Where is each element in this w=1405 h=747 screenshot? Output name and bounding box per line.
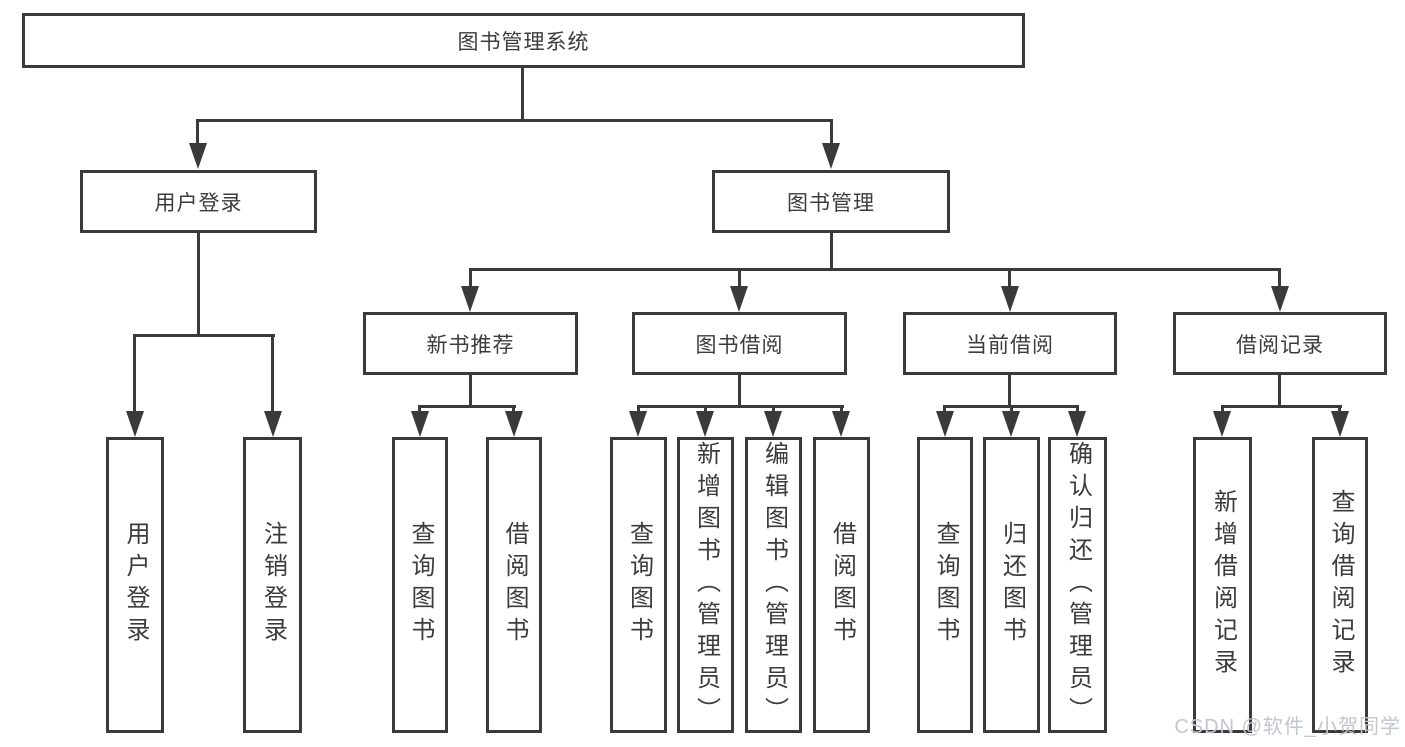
arrowhead-icon — [764, 411, 782, 437]
node-borrow-records: 借阅记录 — [1173, 312, 1387, 375]
arrowhead-icon — [126, 411, 144, 437]
arrowhead-icon — [264, 411, 282, 437]
leaf-return-books-label: 归还图书 — [998, 521, 1026, 649]
arrowhead-icon — [936, 411, 954, 437]
connector-shaft — [738, 268, 741, 290]
connector-bookmgmt-branch — [469, 268, 1281, 271]
node-borrow-records-label: 借阅记录 — [1236, 333, 1324, 357]
leaf-query-books-recommend-label: 查询图书 — [407, 521, 434, 649]
leaf-query-books-borrow-label: 查询图书 — [625, 521, 653, 649]
node-new-book-recommend-label: 新书推荐 — [426, 333, 515, 357]
connector-branch — [1221, 405, 1342, 408]
leaf-user-login: 用户登录 — [106, 437, 164, 733]
connector-shaft — [1338, 405, 1341, 415]
leaf-add-book-admin-label: 新增图书（管理员） — [692, 441, 720, 729]
node-book-management-label: 图书管理 — [787, 191, 875, 215]
connector-branch — [418, 405, 516, 408]
node-new-book-recommend: 新书推荐 — [363, 312, 578, 375]
connector-shaft — [1278, 268, 1281, 290]
arrowhead-icon — [1271, 286, 1289, 312]
node-current-borrow: 当前借阅 — [903, 312, 1117, 375]
connector-userlogin-stem — [197, 231, 200, 337]
leaf-logout: 注销登录 — [243, 437, 302, 733]
arrowhead-icon — [1213, 411, 1231, 437]
connector-root-branch — [196, 119, 833, 122]
connector-shaft — [133, 334, 136, 416]
connector-shaft — [772, 405, 775, 415]
node-user-login-label: 用户登录 — [154, 191, 243, 215]
leaf-confirm-return-admin-label: 确认归还（管理员） — [1064, 441, 1092, 729]
leaf-borrow-books-recommend: 借阅图书 — [486, 437, 542, 733]
connector-userlogin-branch — [133, 334, 275, 337]
connector-shaft — [1010, 405, 1013, 415]
arrowhead-icon — [832, 411, 850, 437]
leaf-logout-label: 注销登录 — [259, 521, 287, 649]
connector-shaft — [512, 405, 515, 415]
connector-shaft — [840, 405, 843, 415]
leaf-return-books: 归还图书 — [983, 437, 1040, 733]
leaf-query-borrow-record-label: 查询借阅记录 — [1327, 489, 1354, 681]
node-current-borrow-label: 当前借阅 — [966, 333, 1054, 357]
watermark-text: CSDN @软件_小贺同学 — [1174, 716, 1401, 738]
arrowhead-icon — [696, 411, 714, 437]
leaf-edit-book-admin-label: 编辑图书（管理员） — [760, 441, 788, 729]
connector-bookmgmt-stem — [830, 231, 833, 271]
arrowhead-icon — [461, 286, 479, 312]
connector-branch — [637, 405, 844, 408]
connector-shaft — [469, 268, 472, 290]
leaf-edit-book-admin: 编辑图书（管理员） — [745, 437, 802, 733]
connector-shaft — [1221, 405, 1224, 415]
connector-shaft-user-login — [196, 119, 199, 149]
connector-stem — [1008, 374, 1011, 408]
leaf-query-borrow-record: 查询借阅记录 — [1312, 437, 1368, 733]
leaf-borrow-books-borrow-label: 借阅图书 — [828, 521, 856, 649]
leaf-query-books-current: 查询图书 — [917, 437, 973, 733]
leaf-query-books-borrow: 查询图书 — [610, 437, 667, 733]
leaf-query-books-current-label: 查询图书 — [932, 521, 959, 649]
connector-shaft — [1008, 268, 1011, 290]
connector-stem — [738, 374, 741, 408]
arrowhead-icon — [411, 411, 429, 437]
connector-shaft-book-mgmt — [830, 119, 833, 149]
node-book-borrow: 图书借阅 — [632, 312, 847, 375]
node-book-borrow-label: 图书借阅 — [695, 333, 784, 357]
arrowhead-icon — [629, 411, 647, 437]
connector-root-stem — [521, 66, 524, 122]
arrowhead-icon — [730, 286, 748, 312]
connector-shaft — [1076, 405, 1079, 415]
leaf-borrow-books-borrow: 借阅图书 — [813, 437, 870, 733]
arrowhead-icon — [1331, 411, 1349, 437]
arrowhead-icon — [189, 143, 207, 169]
leaf-borrow-books-recommend-label: 借阅图书 — [501, 521, 528, 649]
arrowhead-icon — [1068, 411, 1086, 437]
connector-shaft — [418, 405, 421, 415]
leaf-confirm-return-admin: 确认归还（管理员） — [1048, 437, 1107, 733]
connector-shaft — [271, 334, 274, 416]
node-root-label: 图书管理系统 — [457, 30, 590, 54]
leaf-add-book-admin: 新增图书（管理员） — [677, 437, 734, 733]
connector-stem — [1278, 374, 1281, 408]
connector-shaft — [637, 405, 640, 415]
node-user-login: 用户登录 — [80, 170, 317, 233]
leaf-add-borrow-record: 新增借阅记录 — [1193, 437, 1252, 733]
connector-shaft — [943, 405, 946, 415]
arrowhead-icon — [822, 143, 840, 169]
leaf-query-books-recommend: 查询图书 — [392, 437, 448, 733]
leaf-add-borrow-record-label: 新增借阅记录 — [1209, 489, 1237, 681]
arrowhead-icon — [1002, 411, 1020, 437]
connector-stem — [469, 374, 472, 408]
leaf-user-login-label: 用户登录 — [122, 521, 149, 649]
arrowhead-icon — [505, 411, 523, 437]
connector-shaft — [704, 405, 707, 415]
node-book-management: 图书管理 — [712, 170, 950, 233]
node-root: 图书管理系统 — [22, 13, 1025, 68]
arrowhead-icon — [1001, 286, 1019, 312]
